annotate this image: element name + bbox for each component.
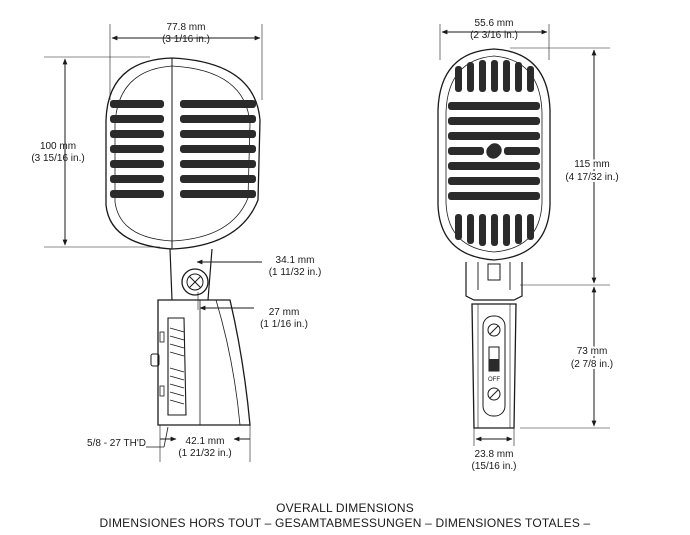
front-body-width-value: 23.8 mm — [475, 449, 514, 460]
side-pivot-imperial: (1 11/32 in.) — [269, 267, 322, 278]
side-pivot-knob — [181, 268, 209, 296]
front-width-imperial: (2 3/16 in.) — [470, 30, 518, 41]
side-grille-left — [110, 100, 164, 198]
front-body-height-value: 73 mm — [577, 346, 608, 357]
side-offset-value: 27 mm — [269, 307, 300, 318]
side-height-imperial: (3 15/16 in.) — [31, 153, 84, 164]
side-width-imperial: (3 1/16 in.) — [162, 34, 210, 45]
side-width-value: 77.8 mm — [167, 22, 206, 33]
side-grille-right — [180, 100, 256, 198]
side-microphone-head — [105, 57, 261, 250]
front-width-value: 55.6 mm — [475, 18, 514, 29]
front-grille-top — [455, 60, 534, 92]
front-head-height-imperial: (4 17/32 in.) — [565, 172, 618, 183]
side-view — [44, 24, 263, 462]
thread-label: 5/8 - 27 TH'D — [87, 438, 146, 449]
caption-translations: DIMENSIONES HORS TOUT – GESAMTABMESSUNGE… — [99, 516, 591, 530]
front-yoke — [465, 262, 523, 301]
front-microphone-head — [437, 48, 551, 261]
front-grille-middle — [448, 102, 540, 200]
side-microphone-body — [157, 299, 251, 426]
side-base-value: 42.1 mm — [186, 436, 225, 447]
side-switch — [167, 317, 187, 416]
side-height-value: 100 mm — [40, 141, 76, 152]
side-offset-imperial: (1 1/16 in.) — [260, 319, 308, 330]
side-pivot-value: 34.1 mm — [276, 255, 315, 266]
side-base-imperial: (1 21/32 in.) — [178, 448, 231, 459]
front-grille-bottom — [455, 214, 534, 246]
front-body-height-imperial: (2 7/8 in.) — [571, 359, 613, 370]
front-view — [437, 24, 610, 446]
caption-title: OVERALL DIMENSIONS — [276, 501, 414, 515]
front-head-height-value: 115 mm — [574, 159, 609, 170]
switch-off-label: OFF — [488, 377, 500, 383]
front-body-width-imperial: (15/16 in.) — [471, 461, 516, 472]
